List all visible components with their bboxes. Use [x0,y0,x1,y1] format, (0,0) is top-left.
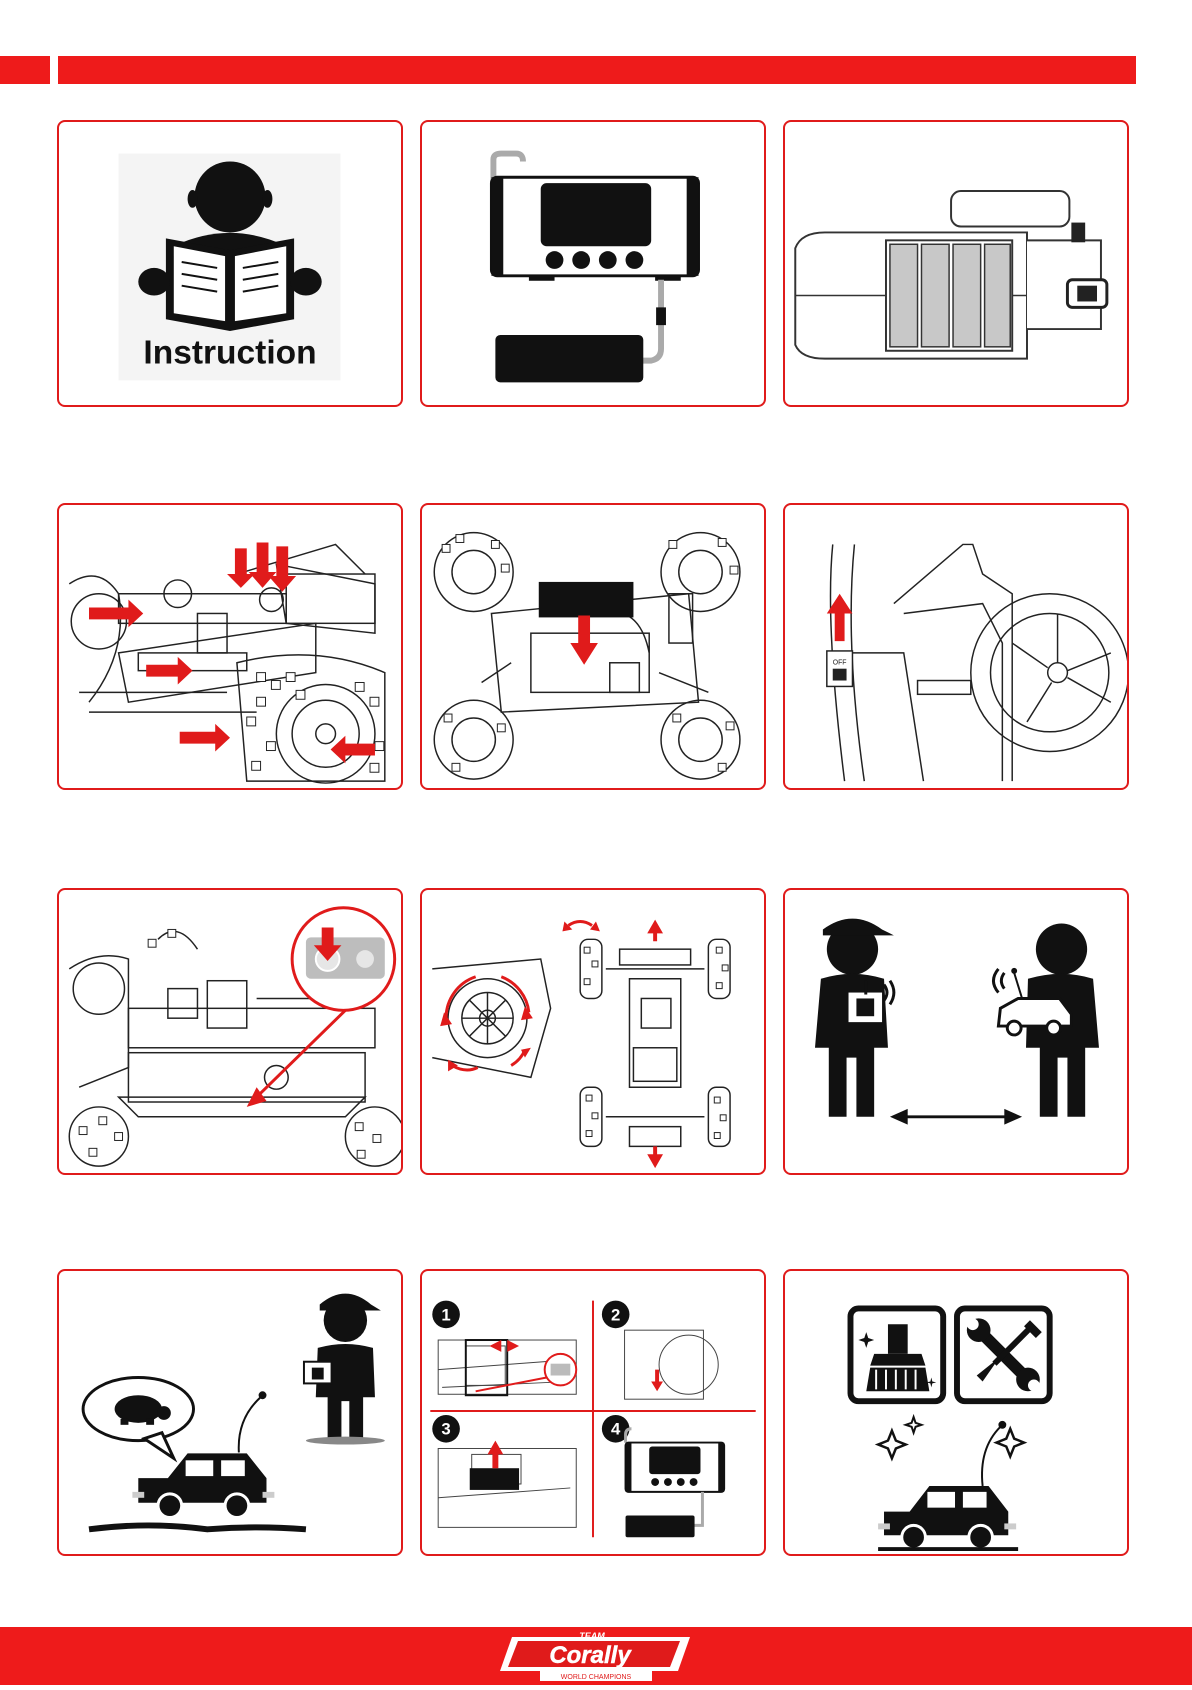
off-switch-label: OFF [833,660,847,667]
panel-shutdown-steps: 1 2 3 4 [420,1269,766,1556]
panel-low-battery [57,1269,403,1556]
instruction-label: Instruction [143,335,316,372]
shutdown-steps-diagram: 1 2 3 4 [422,1271,764,1554]
logo-team-text: TEAM [579,1631,605,1641]
reading-person-icon: Instruction [59,122,401,405]
steering-check-diagram [422,890,764,1173]
battery-install-diagram [422,505,764,788]
header-bar [58,56,1136,84]
logo-tagline-text: WORLD CHAMPIONS [561,1674,632,1681]
step-number-1: 1 [441,1305,450,1324]
panel-transmitter-batteries [783,120,1129,407]
low-battery-slow-car-icon [59,1271,401,1554]
step-number-4: 4 [611,1420,621,1439]
footer-bar: TEAM Corally WORLD CHAMPIONS [0,1627,1192,1685]
panel-esc-button [57,888,403,1175]
header-tab [0,56,50,84]
panel-read-instructions: Instruction [57,120,403,407]
panel-steering-throttle-check [420,888,766,1175]
panel-transmitter-switch: OFF [783,503,1129,790]
battery-pack-icon [539,582,634,617]
step-number-3: 3 [441,1420,450,1439]
logo-name-text: Corally [549,1642,632,1669]
esc-power-button-diagram [59,890,401,1173]
panel-insert-battery [420,503,766,790]
panel-charger [420,120,766,407]
corally-logo: TEAM Corally WORLD CHAMPIONS [0,1627,1192,1685]
panel-range-test [783,888,1129,1175]
panel-maintenance [783,1269,1129,1556]
step-number-2: 2 [611,1305,620,1324]
range-test-icon [785,890,1127,1173]
panel-check-screws [57,503,403,790]
charger-icon [422,122,764,405]
maintenance-icon [785,1271,1127,1554]
chassis-check-diagram [59,505,401,788]
transmitter-battery-icon [785,122,1127,405]
transmitter-switch-diagram: OFF [785,505,1127,788]
